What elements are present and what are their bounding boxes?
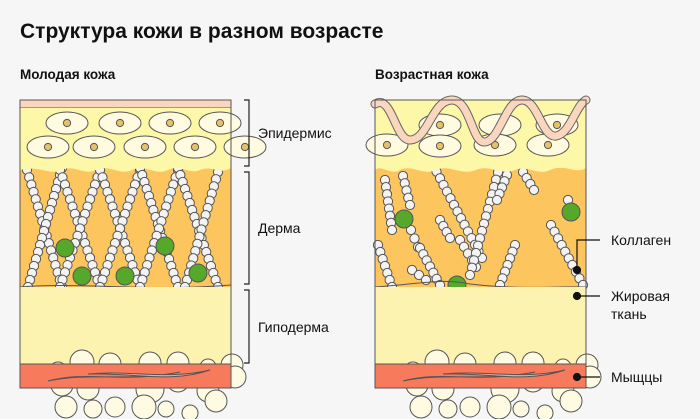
collagen-pointer-dot [572,265,582,275]
fat-cell [83,399,103,419]
fibroblast [394,209,414,229]
page-title: Структура кожи в разном возрасте [20,20,384,43]
label-epidermis: Эпидермис [258,125,332,141]
aged-skin-section [365,95,602,419]
cell-nucleus [165,118,175,128]
layer-brackets [244,99,250,364]
fibroblast [561,202,581,222]
fat-cell [131,394,157,419]
young-skin-section [19,99,267,419]
panel-outline [19,99,232,389]
cell-nucleus [543,140,553,150]
collagen-bead [413,269,425,281]
muscle-fiber [442,369,566,378]
fat-pointer-dot [572,291,582,301]
label-collagen: Коллаген [611,232,672,248]
label-muscles: Мыщцы [611,369,663,385]
cell-nucleus [89,142,99,152]
aged-skin-heading: Возрастная кожа [375,67,489,82]
hypodermis-layer [375,287,586,364]
cell-nucleus [435,141,445,151]
dermis-border [19,284,232,289]
collagen-bead [404,199,416,211]
cell-nucleus [43,142,53,152]
muscle-fiber [47,371,181,382]
fibroblast [115,266,135,286]
collagen-bead [386,224,398,236]
cell-nucleus [215,118,225,128]
collagen-bead [464,269,476,281]
collagen-bead [420,274,432,286]
fat-cell [486,394,512,419]
collagen-bead [491,194,503,206]
cell-nucleus [140,142,150,152]
fat-cell [104,396,126,418]
fibroblast [55,238,75,258]
cell-nucleus [62,118,72,128]
fat-cell [409,395,433,419]
callout-lines [572,239,600,382]
label-fat-tissue-2: ткань [611,306,647,322]
collagen-bead [409,233,420,244]
hypodermis-bracket [244,289,250,364]
dermis-bracket [244,171,250,285]
panel-outline [374,99,587,389]
fibroblast [155,236,175,256]
muscle-pointer-dot [572,372,582,382]
cell-nucleus [552,120,562,130]
muscle-layer [374,363,587,389]
label-dermis: Дерма [258,220,301,236]
fibroblast [72,266,92,286]
fat-cell [536,404,554,419]
muscle-layer [19,363,232,389]
fat-cell [157,400,175,418]
cell-nucleus [240,142,250,152]
label-fat-tissue-1: Жировая [611,288,670,304]
cell-nucleus [382,140,392,150]
fat-cell [181,404,199,419]
fat-cell [54,395,78,419]
epidermis-bracket [244,99,250,167]
cell-nucleus [115,118,125,128]
muscle-fiber [87,369,211,378]
label-hypodermis: Гиподерма [258,319,329,335]
cell-nucleus [190,142,200,152]
young-skin-heading: Молодая кожа [20,67,116,82]
fat-cell [438,399,458,419]
fibroblast [188,263,208,283]
collagen-bead [444,232,456,244]
fat-cell [512,400,530,418]
fat-cell [204,389,228,413]
hypodermis-layer [20,287,231,364]
cell-nucleus [435,120,445,130]
skin-surface [19,99,232,109]
muscle-fiber [402,371,536,382]
collagen-bead [406,264,418,276]
collagen-bead [528,184,540,196]
fat-cell [459,396,481,418]
wrinkled-surface [371,96,590,146]
fat-cell [559,389,583,413]
